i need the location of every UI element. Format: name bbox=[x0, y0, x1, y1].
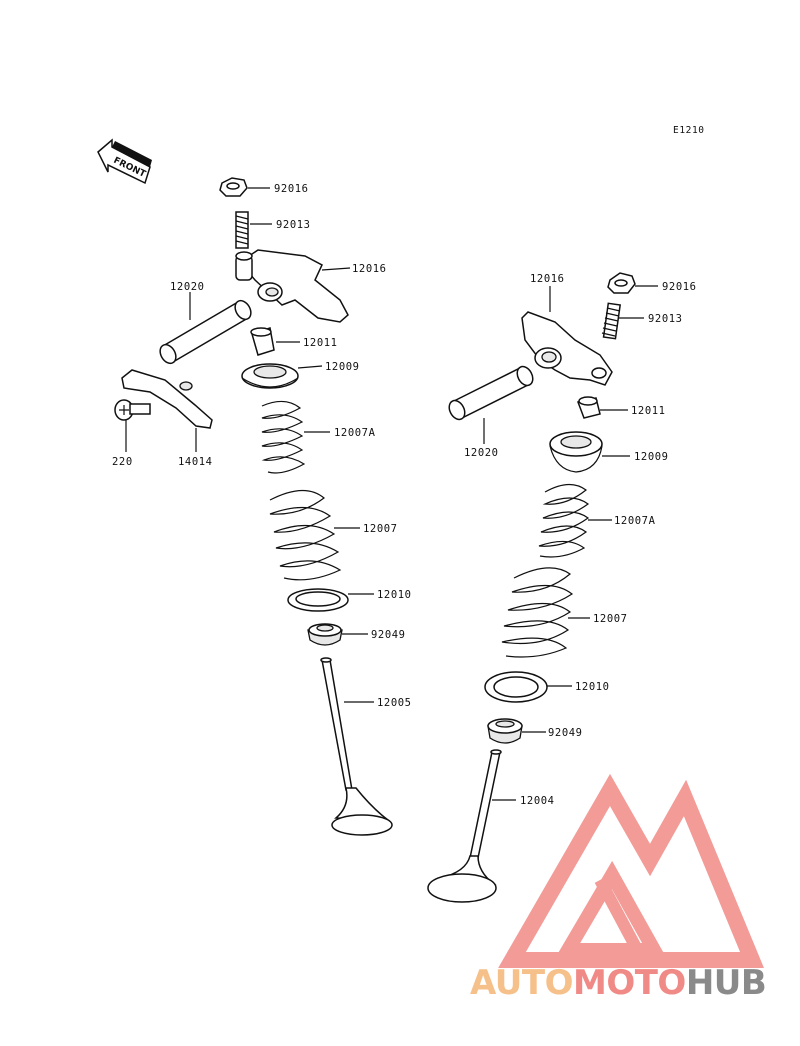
part-label: 12016 bbox=[352, 263, 387, 275]
watermark-moto: MOTO bbox=[573, 963, 686, 1003]
part-label: 12004 bbox=[520, 795, 555, 807]
inner-spring-icon bbox=[261, 400, 306, 474]
part-label: 12020 bbox=[464, 447, 499, 459]
outer-spring-icon bbox=[269, 489, 342, 581]
part-label: 92013 bbox=[276, 219, 311, 231]
part-label: 92016 bbox=[274, 183, 309, 195]
part-label: 92013 bbox=[648, 313, 683, 325]
part-label: 12011 bbox=[303, 337, 338, 349]
adjuster-screw-icon bbox=[601, 302, 622, 340]
part-label: 220 bbox=[112, 456, 133, 468]
spring-seat-icon bbox=[287, 588, 349, 612]
intake-valve-icon bbox=[427, 749, 502, 903]
plate-bracket-icon bbox=[121, 369, 213, 429]
part-label: 92016 bbox=[662, 281, 697, 293]
part-label: 12016 bbox=[530, 273, 565, 285]
left-assembly: 92016 92013 12016 12020 12011 12009 220 … bbox=[112, 177, 412, 836]
collet-icon bbox=[250, 327, 275, 356]
screw-icon bbox=[114, 399, 151, 421]
part-label: 92049 bbox=[371, 629, 406, 641]
watermark-logo bbox=[498, 773, 764, 968]
exhaust-valve-icon bbox=[320, 657, 393, 836]
nut-icon bbox=[607, 272, 636, 294]
part-label: 12010 bbox=[377, 589, 412, 601]
inner-spring-icon bbox=[538, 483, 590, 558]
part-label: 12009 bbox=[634, 451, 669, 463]
part-label: 92049 bbox=[548, 727, 583, 739]
outer-spring-icon bbox=[501, 567, 574, 658]
watermark-text: AUTOMOTOHUB bbox=[470, 963, 766, 1003]
part-label: 12009 bbox=[325, 361, 360, 373]
spring-retainer-icon bbox=[549, 431, 603, 473]
part-label: 12010 bbox=[575, 681, 610, 693]
collet-icon bbox=[576, 396, 601, 419]
rocker-shaft-icon bbox=[159, 299, 252, 365]
valve-seal-icon bbox=[487, 718, 523, 744]
watermark-hub: HUB bbox=[686, 963, 766, 1003]
spring-seat-icon bbox=[484, 671, 548, 703]
diagram-code: E1210 bbox=[673, 125, 705, 136]
part-label: 12007A bbox=[334, 427, 376, 439]
rocker-arm-icon bbox=[235, 249, 349, 323]
part-label: 12020 bbox=[170, 281, 205, 293]
rocker-arm-icon bbox=[521, 311, 613, 386]
part-label: 12007A bbox=[614, 515, 656, 527]
right-assembly: 12016 92016 92013 12011 12020 12009 1200… bbox=[427, 272, 697, 903]
part-label: 12005 bbox=[377, 697, 412, 709]
front-arrow-icon: FRONT bbox=[97, 138, 152, 185]
nut-icon bbox=[219, 177, 248, 197]
part-label: 14014 bbox=[178, 456, 213, 468]
adjuster-screw-icon bbox=[235, 211, 249, 249]
valve-seal-icon bbox=[307, 623, 343, 646]
watermark-auto: AUTO bbox=[470, 963, 573, 1003]
rocker-shaft-icon bbox=[448, 365, 534, 421]
part-label: 12011 bbox=[631, 405, 666, 417]
spring-retainer-icon bbox=[241, 363, 299, 389]
part-label: 12007 bbox=[363, 523, 398, 535]
part-label: 12007 bbox=[593, 613, 628, 625]
